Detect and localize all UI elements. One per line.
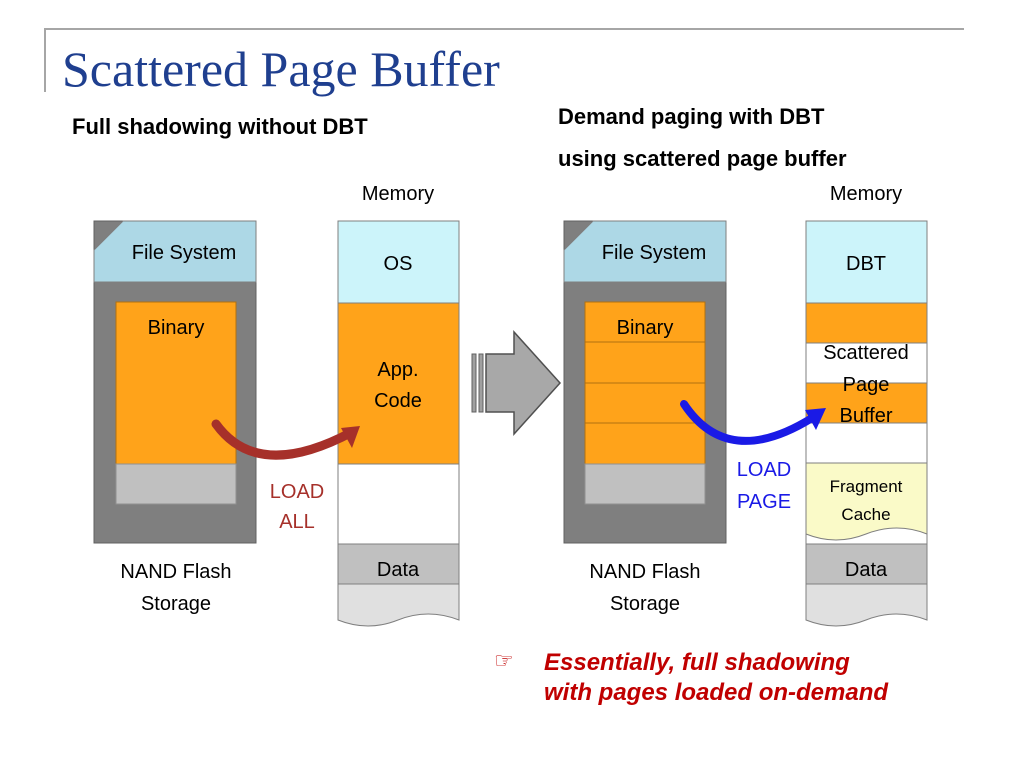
right-file-system-label: File System: [602, 242, 706, 264]
left-storage: File System Binary: [93, 220, 257, 544]
left-storage-gray-block: [115, 463, 237, 505]
scattered-page-slot-1: [805, 302, 928, 344]
dbt-label: DBT: [846, 253, 886, 275]
right-data-torn-bottom: [805, 583, 928, 627]
left-os-label: OS: [384, 253, 413, 275]
spb-label-line1: Scattered: [823, 342, 909, 364]
load-all-label-line1: LOAD: [270, 481, 324, 503]
spb-label-line2: Page: [843, 374, 890, 396]
right-storage-gray-block: [584, 463, 706, 505]
left-app-code-block: [337, 302, 460, 465]
left-heading: Full shadowing without DBT: [72, 114, 368, 139]
right-data-block: [805, 543, 928, 585]
title-rule-horizontal: [44, 28, 964, 30]
left-storage-caption-line1: NAND Flash: [120, 561, 231, 583]
left-app-label-line2: Code: [374, 390, 422, 412]
left-memory-heading: Memory: [362, 183, 434, 205]
left-data-block: [337, 543, 460, 585]
load-page-label-line1: LOAD: [737, 459, 791, 481]
left-os-block: [337, 220, 460, 304]
pointing-hand-icon: ☞: [494, 648, 514, 673]
left-data-label: Data: [377, 559, 420, 581]
left-binary-label: Binary: [148, 317, 205, 339]
title-rule-vertical: [44, 28, 46, 92]
load-page-arrow: [680, 400, 816, 445]
load-all-arrow: [211, 419, 357, 460]
scattered-page-slot-4: [805, 422, 928, 464]
left-memory: Memory OS App. Code Data: [337, 183, 460, 627]
right-memory-heading: Memory: [830, 183, 902, 205]
fragment-label-line2: Cache: [841, 505, 890, 524]
right-storage-caption-line1: NAND Flash: [589, 561, 700, 583]
right-storage-caption-line2: Storage: [610, 593, 680, 615]
slide-title: Scattered Page Buffer: [62, 41, 500, 97]
summary-note: Essentially, full shadowing with pages l…: [544, 648, 984, 708]
summary-note-line1: Essentially, full shadowing: [544, 649, 850, 676]
left-binary-block: [115, 301, 237, 465]
fragment-cache-block: [805, 462, 928, 541]
left-app-label-line1: App.: [377, 359, 418, 381]
left-storage-caption-line2: Storage: [141, 593, 211, 615]
right-binary-label: Binary: [617, 317, 674, 339]
right-memory: Memory DBT Scattered Page Buffer Fragmen…: [805, 183, 928, 627]
right-file-system-block: [563, 220, 727, 283]
left-free-block: [337, 463, 460, 545]
dbt-block: [805, 220, 928, 304]
fragment-label-line1: Fragment: [830, 477, 903, 496]
right-binary-page-2: [584, 341, 706, 384]
load-page-label-line2: PAGE: [737, 491, 791, 513]
summary-note-line2: with pages loaded on-demand: [544, 679, 889, 706]
right-heading-line1: Demand paging with DBT: [558, 104, 825, 129]
right-data-label: Data: [845, 559, 888, 581]
right-heading-line2: using scattered page buffer: [558, 146, 847, 171]
spb-label-line3: Buffer: [840, 405, 893, 427]
left-file-system-label: File System: [132, 242, 236, 264]
right-binary-page-4: [584, 422, 706, 465]
scattered-page-slot-3: [805, 382, 928, 424]
left-file-system-block: [93, 220, 257, 283]
right-storage: File System Binary: [563, 220, 727, 544]
right-binary-page-1: [584, 301, 706, 343]
load-all-arrowhead: [341, 426, 360, 448]
left-data-torn-bottom: [337, 583, 460, 627]
load-page-arrowhead: [805, 408, 826, 430]
load-all-label-line2: ALL: [279, 511, 315, 533]
transition-arrow: [471, 330, 562, 436]
